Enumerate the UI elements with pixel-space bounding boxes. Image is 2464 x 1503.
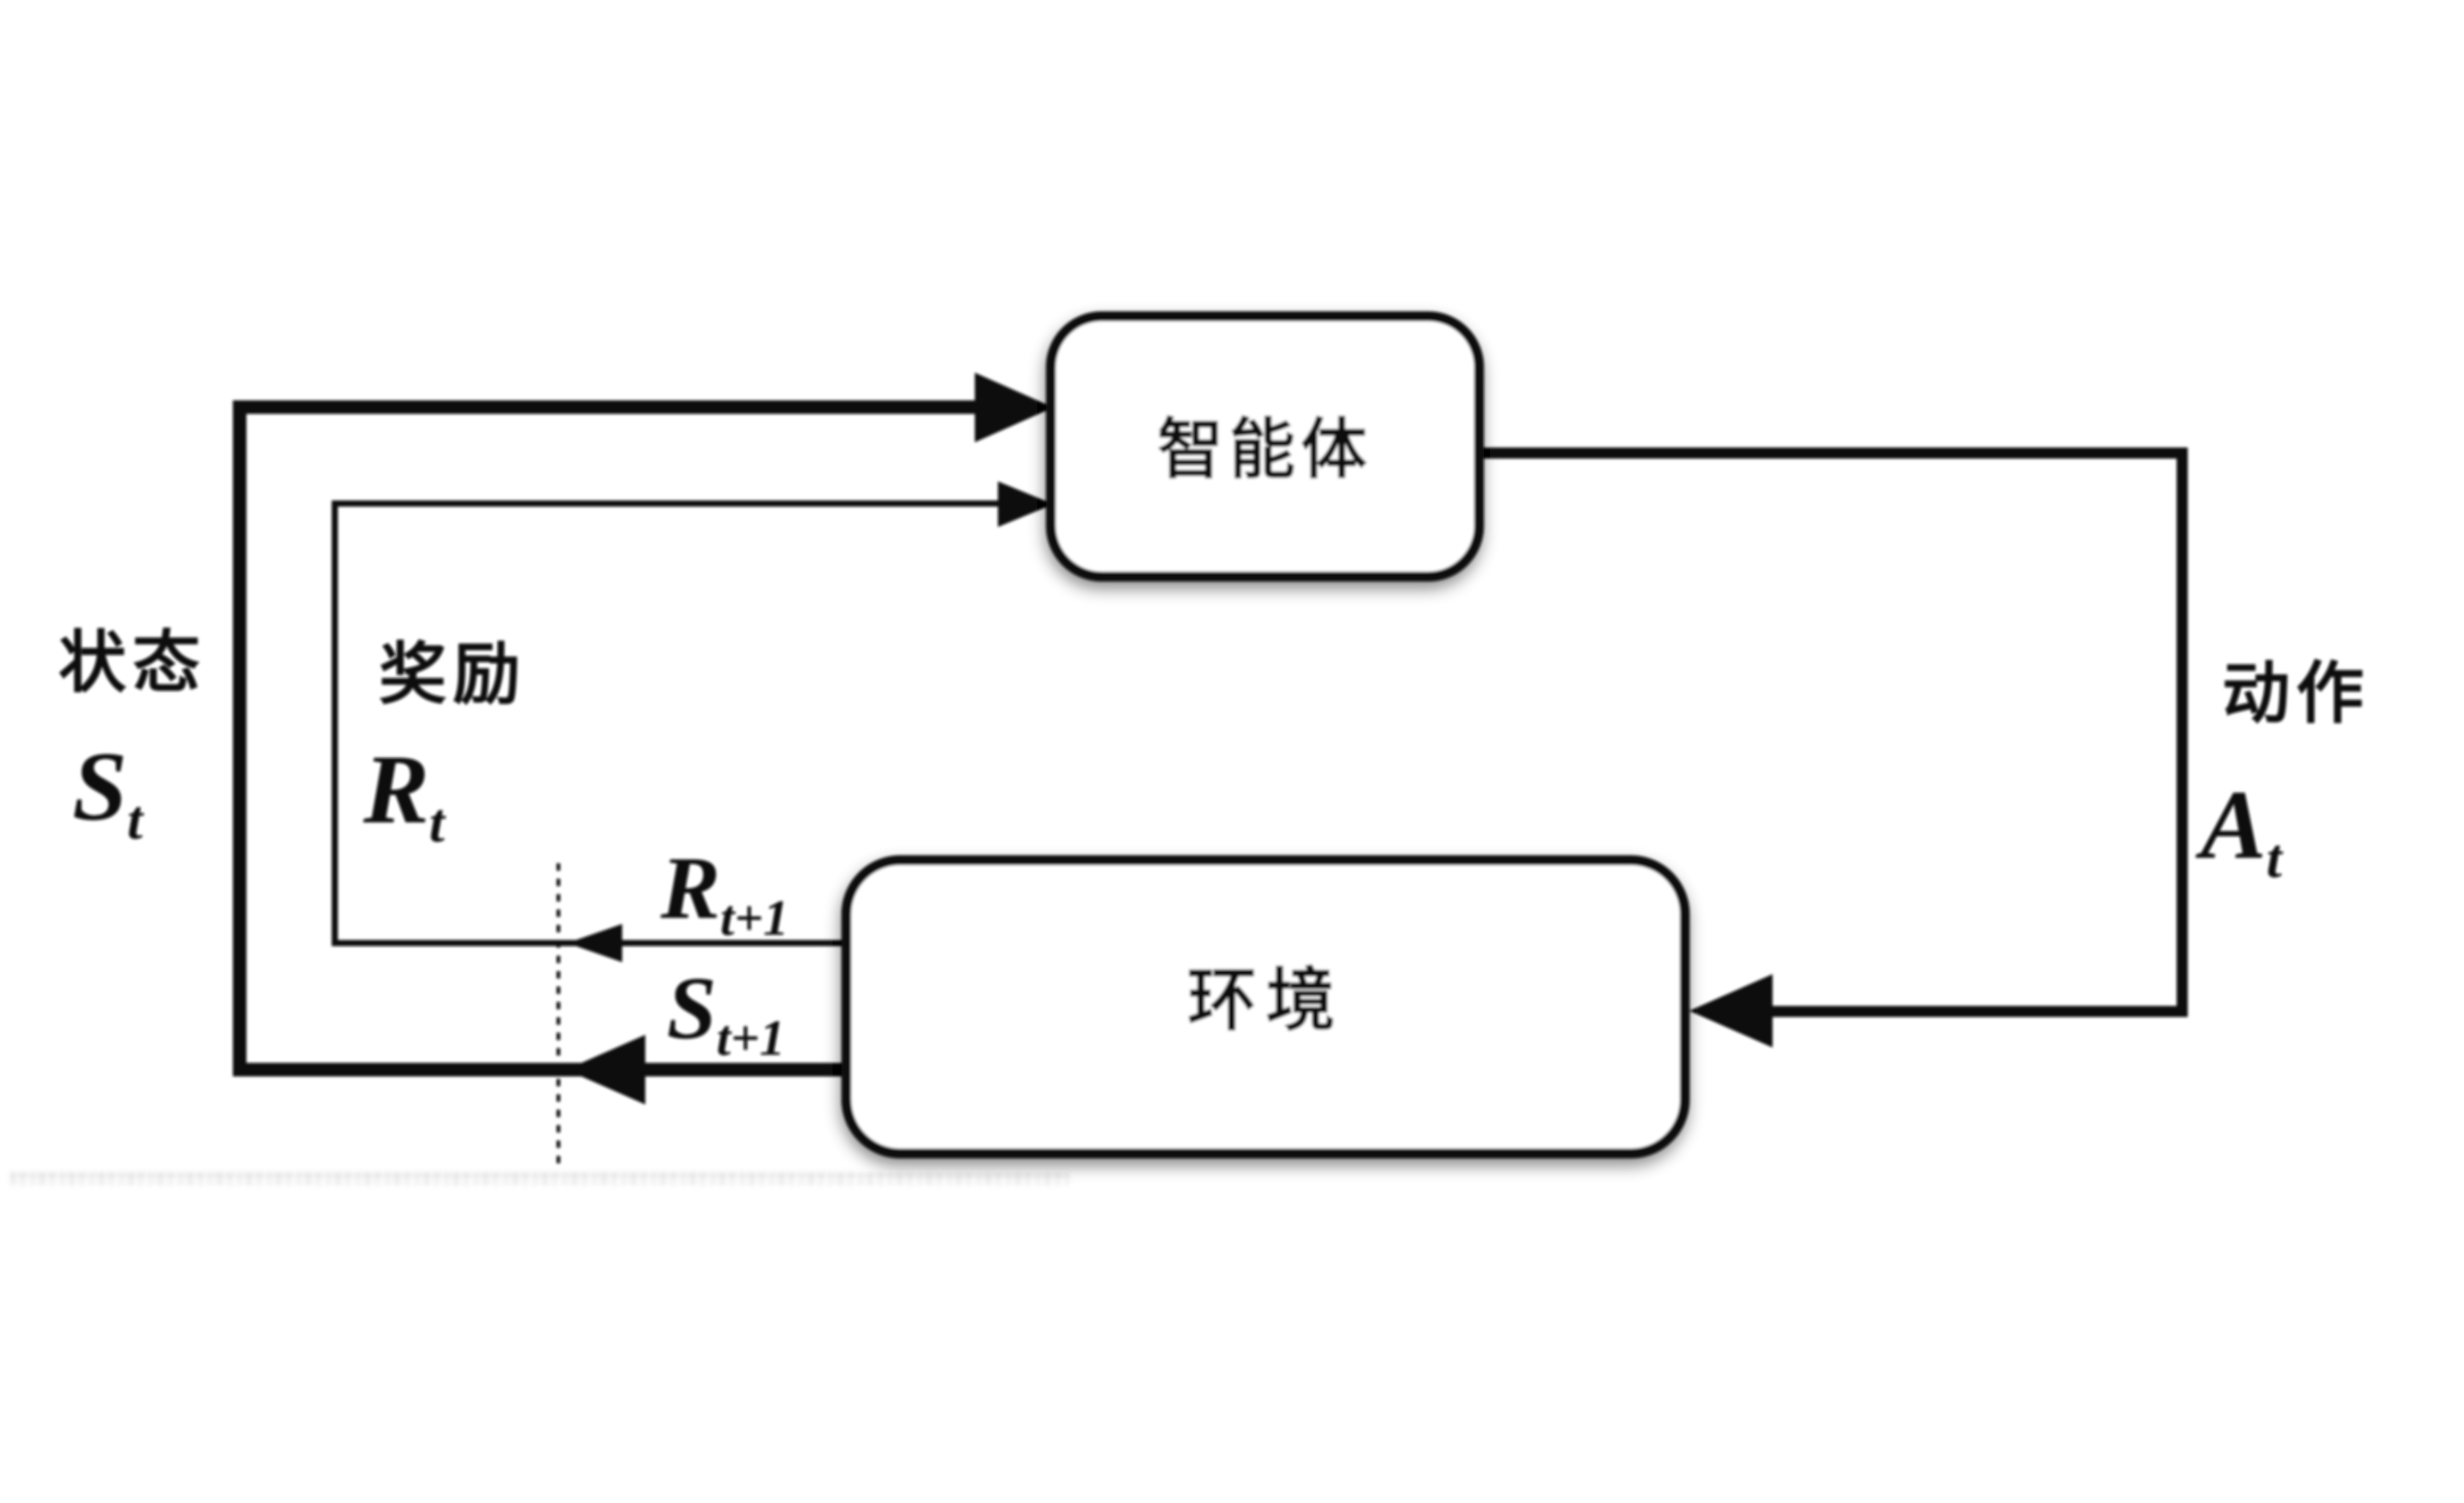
action-into-environment-arrowhead-icon (1689, 974, 1773, 1048)
next-state-symbol: St+1 (667, 958, 785, 1066)
action-symbol-letter: A (2195, 771, 2266, 880)
reward-symbol-letter: R (363, 735, 429, 844)
action-line (1480, 447, 2188, 1017)
agent-box (1046, 311, 1484, 581)
blurred-caption-remnant (9, 1172, 1069, 1185)
action-caption: 动作 (2222, 656, 2370, 731)
state-symbol: St (72, 732, 144, 851)
action-symbol: At (2195, 771, 2284, 889)
reward-symbol: Rt (363, 735, 446, 854)
reward-into-agent-arrowhead-icon (998, 481, 1054, 527)
state-symbol-subscript: t (127, 789, 144, 851)
next-reward-arrowhead-icon (567, 924, 622, 962)
environment-box-label: 环境 (1187, 963, 1344, 1039)
next-state-letter: S (667, 958, 717, 1058)
next-state-arrowhead-icon (566, 1035, 646, 1105)
environment-box (841, 855, 1690, 1159)
state-into-agent-arrowhead-icon (975, 373, 1054, 443)
next-reward-subscript: t+1 (720, 890, 789, 946)
reward-symbol-subscript: t (429, 793, 446, 854)
next-reward-symbol: Rt+1 (660, 839, 789, 946)
agent-box-label: 智能体 (1157, 413, 1372, 487)
state-symbol-letter: S (72, 732, 127, 841)
action-symbol-subscript: t (2266, 828, 2284, 889)
state-caption: 状态 (59, 625, 206, 701)
reward-caption: 奖励 (379, 637, 527, 713)
diagram-content: 智能体 环境 状态 St 奖励 Rt 动作 At Rt+1 St+1 (9, 311, 2370, 1185)
state-feedback-line (233, 400, 980, 1077)
next-state-subscript: t+1 (717, 1010, 785, 1066)
next-reward-letter: R (660, 839, 720, 938)
